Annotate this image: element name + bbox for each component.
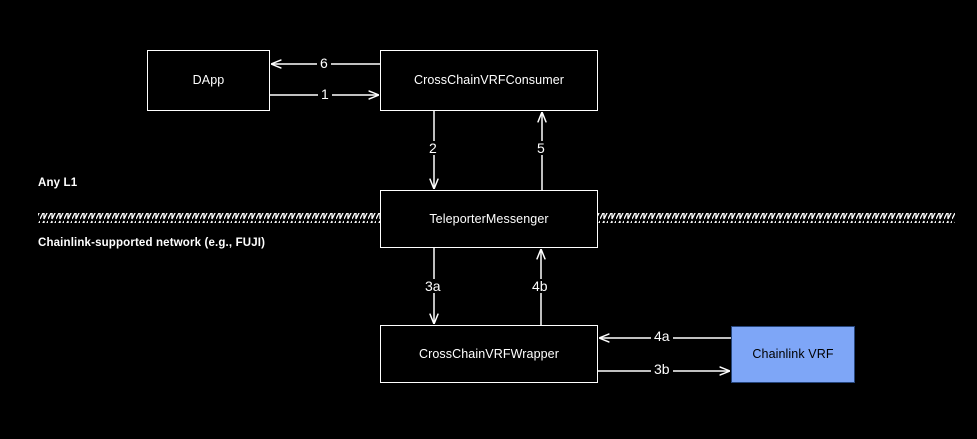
edge-label-4b: 4b — [529, 279, 551, 293]
zone-label-chainlink-network: Chainlink-supported network (e.g., FUJI) — [38, 237, 266, 249]
node-chainlink-vrf-label: Chainlink VRF — [752, 347, 834, 361]
edge-label-6: 6 — [317, 56, 331, 70]
node-crosschain-vrf-wrapper[interactable]: CrossChainVRFWrapper — [380, 325, 598, 383]
node-teleporter-messenger[interactable]: TeleporterMessenger — [380, 190, 598, 248]
node-dapp[interactable]: DApp — [147, 50, 270, 111]
node-chainlink-vrf[interactable]: Chainlink VRF — [731, 326, 855, 383]
edge-label-1: 1 — [318, 87, 332, 101]
network-boundary-left — [38, 213, 380, 223]
node-dapp-label: DApp — [192, 73, 225, 87]
edge-label-3b: 3b — [651, 362, 673, 376]
edge-label-2: 2 — [426, 141, 440, 155]
node-crosschain-vrf-consumer-label: CrossChainVRFConsumer — [413, 73, 565, 87]
node-teleporter-messenger-label: TeleporterMessenger — [429, 211, 549, 226]
edge-label-5: 5 — [534, 141, 548, 155]
edge-label-3a: 3a — [422, 279, 444, 293]
network-boundary-right — [598, 213, 955, 223]
edge-label-4a: 4a — [651, 329, 673, 343]
zone-label-any-l1: Any L1 — [38, 177, 78, 189]
node-crosschain-vrf-consumer[interactable]: CrossChainVRFConsumer — [380, 50, 598, 111]
node-crosschain-vrf-wrapper-label: CrossChainVRFWrapper — [418, 346, 559, 361]
